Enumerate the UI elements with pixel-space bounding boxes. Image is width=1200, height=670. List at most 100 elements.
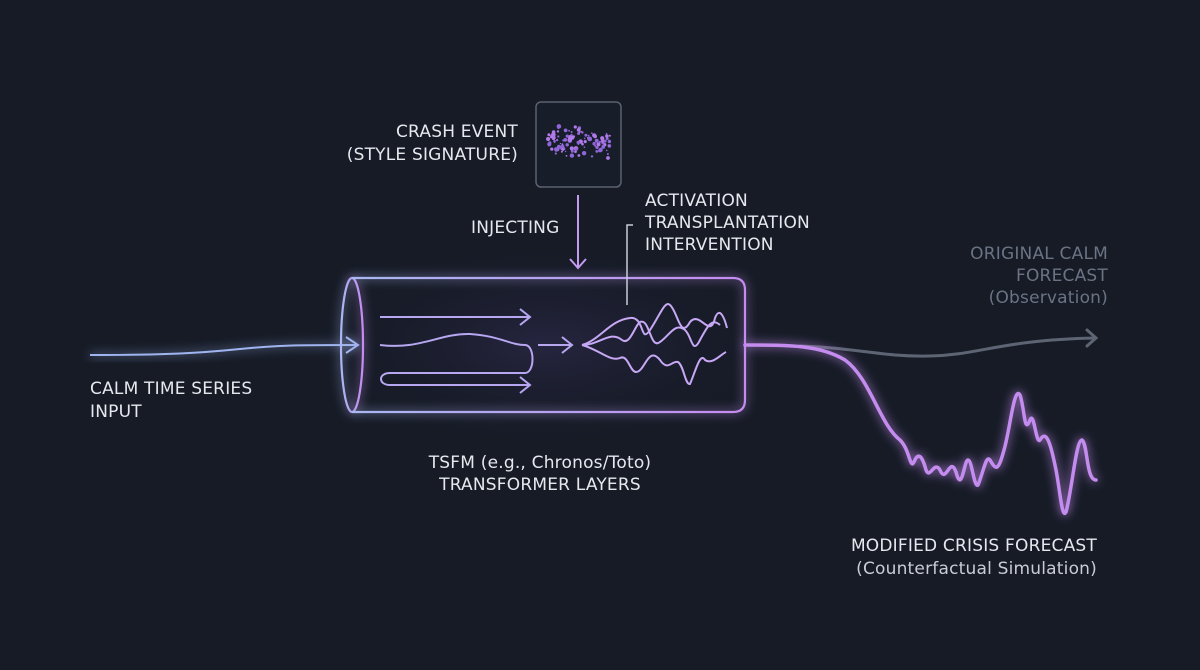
intervention-label: ACTIVATION TRANSPLANTATION INTERVENTION [645, 190, 810, 256]
model-name: TSFM (e.g., Chronos/Toto) [428, 453, 652, 473]
scatter-dot [546, 136, 551, 142]
input-series-arrow [89, 336, 360, 356]
scatter-dot [593, 134, 597, 139]
scatter-dot [608, 134, 611, 137]
scatter-dot [557, 127, 559, 130]
scatter-dot [581, 142, 584, 146]
scatter-dot [551, 135, 556, 140]
model-layers: TRANSFORMER LAYERS [439, 475, 641, 495]
scatter-dot [570, 131, 573, 133]
scatter-dot [569, 135, 575, 140]
internal-flow-arrows [379, 308, 574, 394]
scatter-dot [583, 137, 586, 140]
scatter-dot [598, 140, 602, 143]
scatter-dot [556, 124, 562, 129]
scatter-dot [575, 147, 578, 151]
scatter-dot [556, 130, 560, 133]
modified-forecast-line [743, 343, 1098, 516]
scatter-dot [592, 142, 596, 146]
scatter-dot [595, 145, 599, 150]
scatter-dot [568, 129, 570, 132]
activation-waves [581, 303, 728, 385]
scatter-dot [553, 140, 556, 143]
scatter-dot [607, 139, 612, 144]
scatter-dot [573, 125, 577, 129]
scatter-dot [565, 134, 569, 138]
scatter-dot [584, 133, 588, 137]
scatter-dot [587, 136, 593, 142]
scatter-dot [600, 136, 605, 141]
scatter-dot [561, 143, 564, 146]
scatter-dot [605, 132, 608, 135]
original-forecast-label: ORIGINAL CALM FORECAST (Observation) [970, 243, 1108, 309]
scatter-dot [554, 152, 557, 155]
scatter-dot [563, 128, 568, 133]
scatter-dot [560, 150, 563, 153]
scatter-dot [583, 140, 587, 144]
scatter-dot [581, 151, 587, 156]
scatter-dot [569, 146, 574, 151]
style-signature-scatter [546, 124, 612, 160]
scatter-dot [576, 127, 581, 132]
scatter-dot [563, 138, 568, 142]
modified-forecast-subtitle: (Counterfactual Simulation) [856, 559, 1097, 579]
scatter-dot [590, 155, 594, 158]
intervention-callout-line [626, 224, 633, 305]
crash-event-title: CRASH EVENT [395, 122, 518, 142]
scatter-dot [577, 132, 581, 135]
scatter-dot [570, 149, 574, 153]
scatter-dot [607, 144, 610, 147]
scatter-dot [580, 130, 583, 133]
scatter-dot [557, 135, 560, 138]
scatter-dot [554, 147, 559, 152]
scatter-dot [598, 148, 602, 153]
original-forecast-subtitle: (Observation) [988, 288, 1108, 308]
scatter-dot [606, 153, 609, 155]
injecting-arrow [569, 195, 587, 270]
scatter-dot [586, 137, 589, 139]
scatter-dot [603, 139, 607, 143]
scatter-dot [602, 143, 605, 146]
input-label-line: CALM TIME SERIES [90, 379, 253, 399]
modified-forecast-title: MODIFIED CRISIS FORECAST [850, 536, 1097, 556]
scatter-dot [606, 156, 610, 160]
scatter-dot [556, 144, 561, 149]
scatter-dot [594, 138, 599, 143]
scatter-dot [564, 150, 567, 153]
intervention-label-line: ACTIVATION [645, 191, 748, 211]
scatter-dot [565, 155, 568, 157]
scatter-dot [565, 143, 569, 147]
modified-forecast-label: MODIFIED CRISIS FORECAST (Counterfactual… [851, 535, 1097, 581]
injecting-label: INJECTING [471, 218, 560, 238]
scatter-dot [555, 138, 559, 142]
intervention-label-line: INTERVENTION [645, 235, 774, 255]
scatter-dot [583, 146, 586, 148]
scatter-dot [596, 142, 601, 147]
scatter-dot [587, 134, 590, 137]
scatter-dot [547, 133, 551, 137]
input-label-line: INPUT [90, 402, 142, 422]
original-forecast-title: ORIGINAL CALM [970, 244, 1108, 264]
scatter-dot [601, 145, 606, 149]
model-label: TSFM (e.g., Chronos/Toto) TRANSFORMER LA… [390, 452, 690, 496]
crash-event-label: CRASH EVENT (STYLE SIGNATURE) [347, 121, 518, 167]
crash-event-subtitle: (STYLE SIGNATURE) [346, 145, 518, 165]
input-label: CALM TIME SERIES INPUT [90, 378, 252, 424]
scatter-dot [570, 133, 573, 136]
scatter-dot [577, 154, 581, 157]
scatter-dot [605, 134, 609, 138]
original-forecast-title: FORECAST [1016, 266, 1108, 286]
scatter-dot [561, 148, 565, 151]
scatter-dot [559, 143, 562, 145]
scatter-dot [605, 149, 608, 152]
scatter-dot [576, 140, 580, 145]
scatter-dot [548, 141, 552, 145]
original-forecast-arrow [798, 328, 1099, 358]
scatter-dot [595, 150, 599, 153]
scatter-dot [550, 147, 554, 151]
scatter-dot [574, 150, 577, 154]
scatter-dot [605, 137, 609, 141]
intervention-label-line: TRANSPLANTATION [645, 213, 810, 233]
scatter-dot [591, 132, 593, 134]
